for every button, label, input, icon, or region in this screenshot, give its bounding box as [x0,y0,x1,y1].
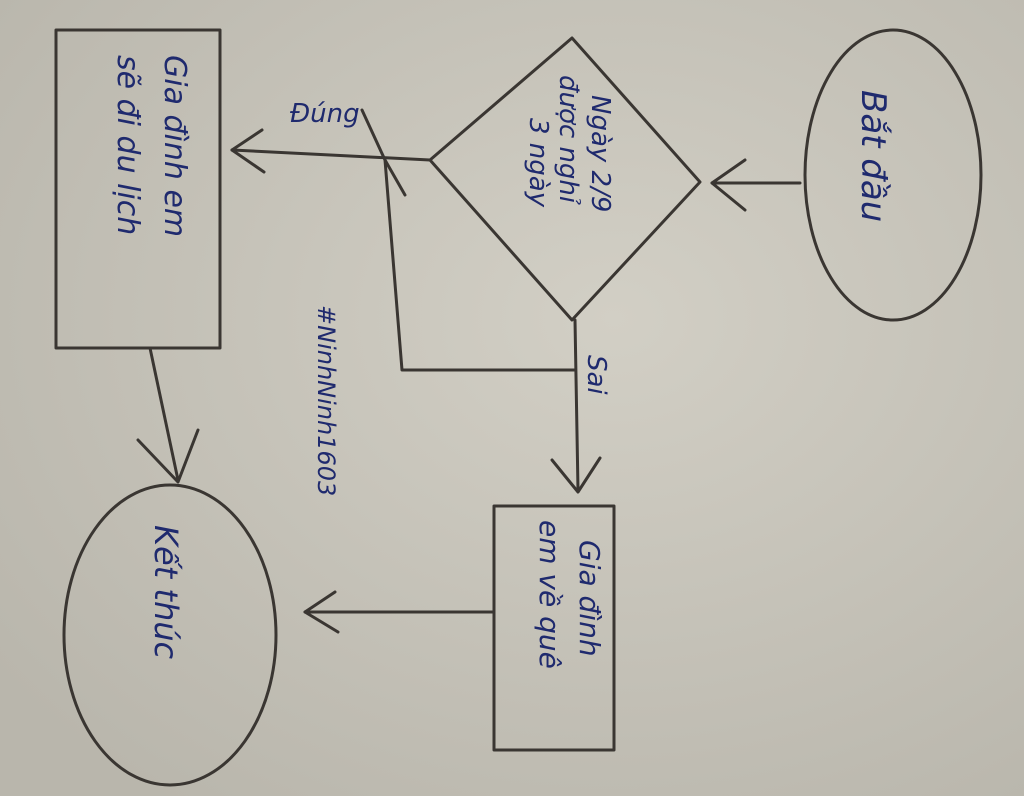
end-label: Kết thúc [147,525,185,660]
signature: #NinhNinh1603 [312,305,340,496]
start-terminal [803,28,983,322]
no-action-line2: em về quê [533,520,566,669]
decision-diamond [428,36,702,322]
arrow-start-to-decision [710,158,802,212]
arrow-yes [230,128,432,174]
decision-text-line1: Ngày 2/9 [585,95,615,212]
arrow-no-to-end [303,590,496,634]
no-action-line1: Gia đình [573,540,606,657]
arrow-yes-to-end [136,346,200,484]
start-label: Bắt đầu [853,90,893,222]
yes-action-line1: Gia đình em [157,55,192,237]
arrow-no [550,318,602,494]
decision-text-line3: 3 ngày [523,118,553,208]
end-terminal [62,483,278,787]
yes-action-line2: sẽ đi du lịch [110,55,145,235]
no-label: Sai [581,355,611,395]
decision-text-line2: được nghỉ [553,75,583,205]
loop-back-line [360,108,577,372]
yes-action-box [54,28,222,350]
no-action-box [492,504,616,752]
yes-label: Đúng [290,99,360,129]
